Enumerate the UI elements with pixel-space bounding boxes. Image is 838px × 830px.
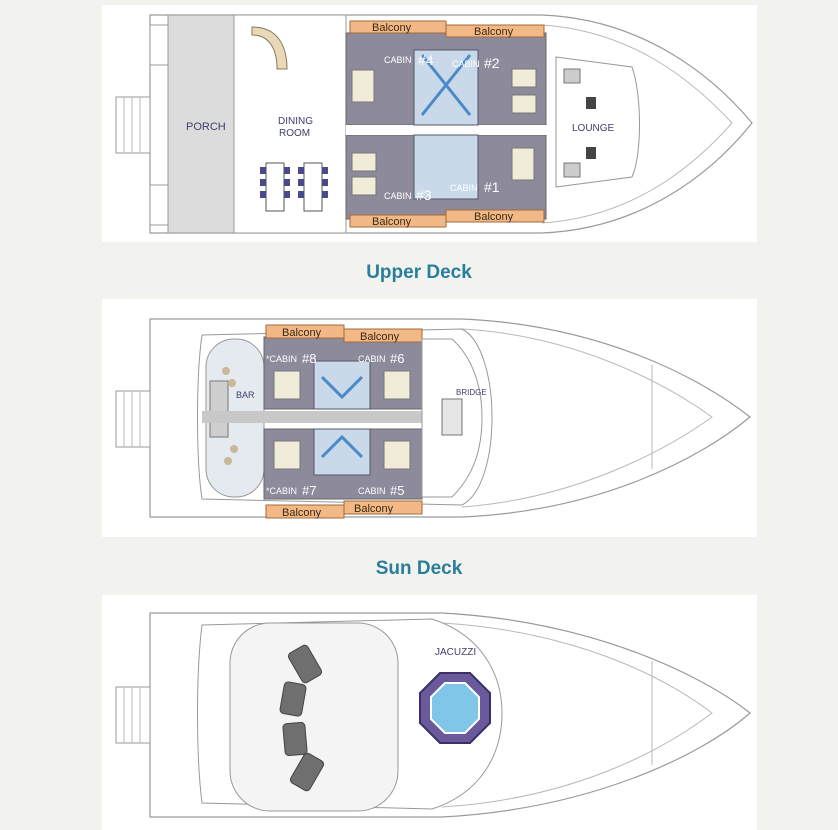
porch-label: PORCH xyxy=(186,121,226,133)
sun-deck-title: Sun Deck xyxy=(375,558,463,579)
bridge-label: BRIDGE xyxy=(456,388,487,397)
cabin-7-label: *CABIN xyxy=(266,486,297,496)
cabin-2-number: #2 xyxy=(484,55,500,71)
upper-corridor xyxy=(346,125,556,135)
balcony-label-5: Balcony xyxy=(354,503,394,515)
cabin-8-label: *CABIN xyxy=(266,354,297,364)
cabin-3-label: CABIN xyxy=(384,191,412,201)
cabin-6-label: CABIN xyxy=(358,354,386,364)
lounge-area xyxy=(555,56,640,188)
sunbathing-area xyxy=(229,622,399,812)
top-stern-steps xyxy=(115,686,151,744)
cabin-2-label: CABIN xyxy=(452,59,480,69)
jacuzzi-label: JACUZZI xyxy=(435,647,476,658)
dining-label-1: DINING xyxy=(278,116,313,127)
cabin-1-label: CABIN xyxy=(450,183,478,193)
balcony-label-3: Balcony xyxy=(372,216,412,228)
jacuzzi xyxy=(419,672,491,744)
top-deck-drawing: JACUZZI xyxy=(115,612,751,818)
sun-loungers xyxy=(279,644,325,792)
sun-deck-plan: BAR Balcony Balcony Balcony Balcony *CAB… xyxy=(102,299,757,537)
cabin-5-label: CABIN xyxy=(358,486,386,496)
upper-stern-steps xyxy=(115,96,151,154)
sun-stern-steps xyxy=(115,390,151,448)
porch-area xyxy=(167,14,235,234)
balcony-cabin-5 xyxy=(343,500,423,515)
cabin-6-number: #6 xyxy=(390,351,404,366)
top-deck-plan: JACUZZI xyxy=(102,595,757,830)
cabin-8-number: #8 xyxy=(302,351,316,366)
dining-counter xyxy=(251,26,288,70)
cabin-1-number: #1 xyxy=(484,179,500,195)
balcony-label-7: Balcony xyxy=(282,507,322,519)
dining-label-2: ROOM xyxy=(279,128,310,139)
balcony-cabin-2 xyxy=(445,24,545,38)
cabin-3-number: #3 xyxy=(416,187,432,203)
cabin-5-number: #5 xyxy=(390,483,404,498)
balcony-label-1: Balcony xyxy=(474,211,514,223)
dining-tables xyxy=(260,162,328,212)
cabin-4-number: #4 xyxy=(418,52,434,68)
balcony-label-2: Balcony xyxy=(474,26,514,38)
balcony-label-6: Balcony xyxy=(360,331,400,343)
balcony-label-4: Balcony xyxy=(372,22,412,34)
upper-deck-title: Upper Deck xyxy=(366,262,472,283)
sun-corridor xyxy=(202,411,462,423)
cabin-7-number: #7 xyxy=(302,483,316,498)
balcony-label-8: Balcony xyxy=(282,327,322,339)
balcony-cabin-1 xyxy=(445,209,545,223)
balcony-cabin-6 xyxy=(343,328,423,343)
bar-label: BAR xyxy=(236,390,255,400)
sun-deck-drawing: BAR Balcony Balcony Balcony Balcony *CAB… xyxy=(115,318,751,519)
lounge-label: LOUNGE xyxy=(572,123,615,134)
upper-deck-drawing: PORCH DINING ROOM xyxy=(115,14,753,234)
cabin-4-label: CABIN xyxy=(384,55,412,65)
upper-deck-plan: PORCH DINING ROOM xyxy=(102,5,757,242)
